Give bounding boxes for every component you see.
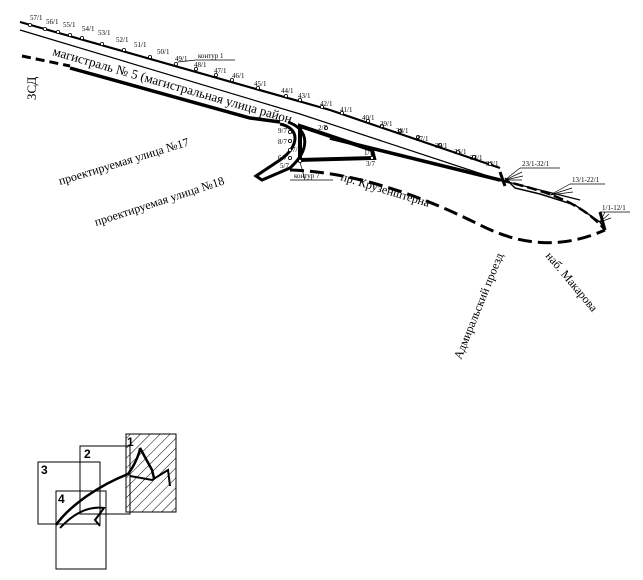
kontur-7-label: контур 7 <box>294 172 320 180</box>
svg-text:45/1: 45/1 <box>254 80 267 88</box>
zsd-road <box>19 20 501 170</box>
svg-text:53/1: 53/1 <box>98 29 111 37</box>
point-group-fans <box>504 167 630 223</box>
svg-text:8/7: 8/7 <box>278 138 287 146</box>
zsd-label: ЗСД <box>24 76 39 100</box>
key-sheet-4: 4 <box>58 492 65 506</box>
kontur-leaders <box>177 59 333 181</box>
svg-text:3/7: 3/7 <box>366 160 375 168</box>
svg-text:48/1: 48/1 <box>194 61 207 69</box>
svg-text:43/1: 43/1 <box>298 92 311 100</box>
svg-text:13/1-22/1: 13/1-22/1 <box>572 176 600 184</box>
road-point-markers <box>27 22 492 166</box>
key-sheet-3: 3 <box>41 463 48 477</box>
kontur-7-point-labels: 9/7 8/7 7/7 6/7 5/7 2/7 1/7 3/7 <box>278 124 375 170</box>
svg-text:7/7: 7/7 <box>292 146 301 154</box>
makarova-label: наб. Макарова <box>543 249 602 315</box>
svg-text:1/1-12/1: 1/1-12/1 <box>602 204 626 212</box>
svg-text:1/7: 1/7 <box>364 149 373 157</box>
svg-text:49/1: 49/1 <box>175 55 188 63</box>
svg-text:42/1: 42/1 <box>320 100 333 108</box>
svg-text:37/1: 37/1 <box>416 135 429 143</box>
svg-text:40/1: 40/1 <box>362 114 375 122</box>
svg-text:23/1-32/1: 23/1-32/1 <box>522 160 550 168</box>
svg-text:55/1: 55/1 <box>63 21 76 29</box>
makarova-embankment <box>499 177 606 231</box>
svg-text:46/1: 46/1 <box>232 72 245 80</box>
svg-text:6/7: 6/7 <box>278 154 287 162</box>
kruzenshtern-road <box>289 168 606 245</box>
svg-text:39/1: 39/1 <box>380 120 393 128</box>
street-18-label: проектируемая улица №18 <box>93 174 226 229</box>
dashed-boundary-north <box>21 54 71 68</box>
svg-text:57/1: 57/1 <box>30 14 43 22</box>
svg-text:50/1: 50/1 <box>157 48 170 56</box>
svg-text:44/1: 44/1 <box>281 87 294 95</box>
kontur-1-label: контур 1 <box>198 52 224 60</box>
svg-text:51/1: 51/1 <box>134 41 147 49</box>
svg-text:56/1: 56/1 <box>46 18 59 26</box>
svg-text:47/1: 47/1 <box>214 67 227 75</box>
svg-text:5/7: 5/7 <box>280 162 289 170</box>
key-map: 1 2 3 4 <box>37 433 177 570</box>
key-sheet-1: 1 <box>127 435 134 449</box>
svg-text:9/7: 9/7 <box>278 127 287 135</box>
street-17-label: проектируемая улица №17 <box>57 135 191 188</box>
key-sheet-2: 2 <box>84 447 91 461</box>
projected-street-loop <box>253 120 307 182</box>
svg-text:52/1: 52/1 <box>116 36 129 44</box>
svg-text:33/1: 33/1 <box>486 160 499 168</box>
svg-text:54/1: 54/1 <box>82 25 95 33</box>
kontur-7-polygon <box>298 123 377 163</box>
admiral-label: Адмиральский проезд <box>451 251 506 361</box>
svg-text:35/1: 35/1 <box>454 148 467 156</box>
road-point-labels: 57/1 56/1 55/1 54/1 53/1 52/1 51/1 50/1 … <box>30 14 626 212</box>
svg-text:38/1: 38/1 <box>396 127 409 135</box>
svg-text:36/1: 36/1 <box>435 142 448 150</box>
svg-text:2/7: 2/7 <box>318 124 327 132</box>
svg-text:41/1: 41/1 <box>340 106 353 114</box>
svg-text:34/1: 34/1 <box>470 154 483 162</box>
kruzenshtern-label: пр. Крузенштерна <box>339 169 432 210</box>
